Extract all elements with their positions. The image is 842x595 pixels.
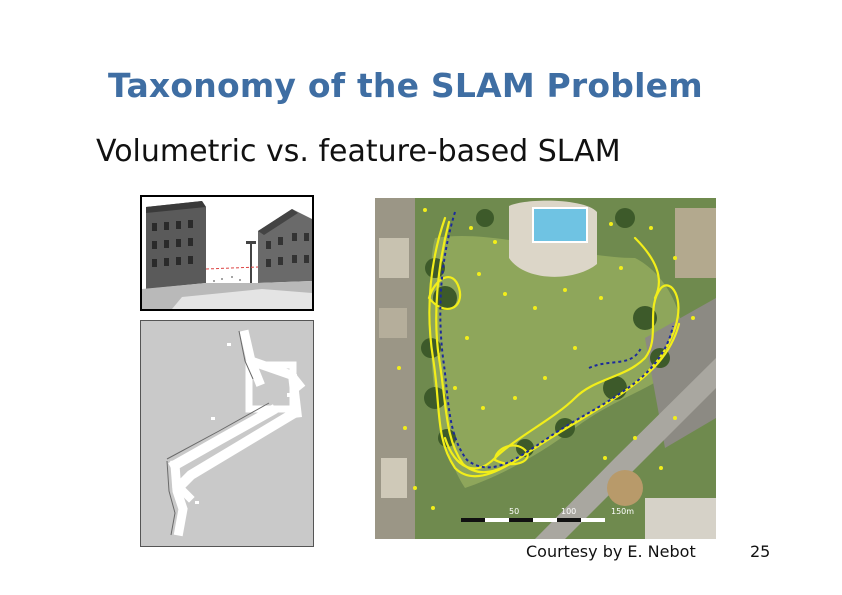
- scale-label-100: 100: [561, 507, 576, 516]
- image-credit: Courtesy by E. Nebot: [526, 542, 696, 561]
- occupancy-grid-map-image: [140, 320, 314, 547]
- slide-title: Taxonomy of the SLAM Problem: [108, 66, 703, 105]
- scale-label-150m: 150m: [611, 507, 634, 516]
- feature-based-aerial-map-image: 50 100 150m: [375, 198, 716, 539]
- slide-subtitle: Volumetric vs. feature-based SLAM: [96, 134, 621, 169]
- page-number: 25: [750, 542, 771, 561]
- scale-label-50: 50: [509, 507, 519, 516]
- volumetric-building-scan-image: [140, 195, 314, 311]
